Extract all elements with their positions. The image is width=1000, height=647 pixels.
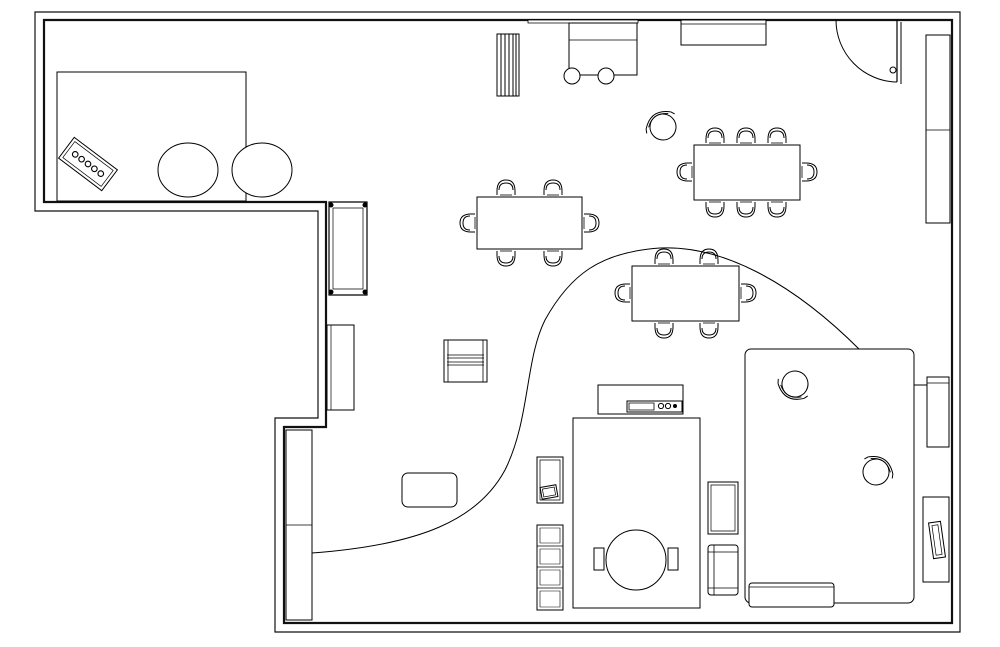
floor-boundary-curve [312,248,860,553]
top-counter [640,20,766,45]
right-wall-desk [923,497,949,582]
door-top-right [836,20,901,84]
armchair [708,545,738,595]
cabinet-right-of-rug [708,482,738,534]
speaker-box [59,137,118,190]
center-rug-area [573,418,700,608]
table-upper-right [676,127,818,218]
right-wall-shelves [926,35,950,223]
table-middle-right [614,248,757,339]
walls [35,12,960,632]
stacked-cubbies [537,525,563,610]
counter-lower-left [286,430,312,620]
side-table-with-item [537,457,563,503]
shelf-left-wall [327,325,354,410]
radiator-grille [497,34,519,96]
alcove-room [57,72,292,201]
table-center-left [459,179,600,267]
alcove-rug [57,72,246,201]
outer-wall [35,12,960,632]
bean-bag-right [232,143,292,197]
kitchen-counter [598,385,683,414]
inner-wall [44,20,952,623]
cabinet-vertical-tall [329,202,368,295]
low-sofa [749,583,834,607]
single-chair-top [639,104,685,148]
bean-bag-left [158,143,218,197]
ottoman [402,473,457,507]
right-wall-cabinet [914,377,949,447]
right-rug-area [745,349,914,607]
round-table [594,530,678,590]
bench [444,340,487,382]
trolley-cart [528,20,638,84]
